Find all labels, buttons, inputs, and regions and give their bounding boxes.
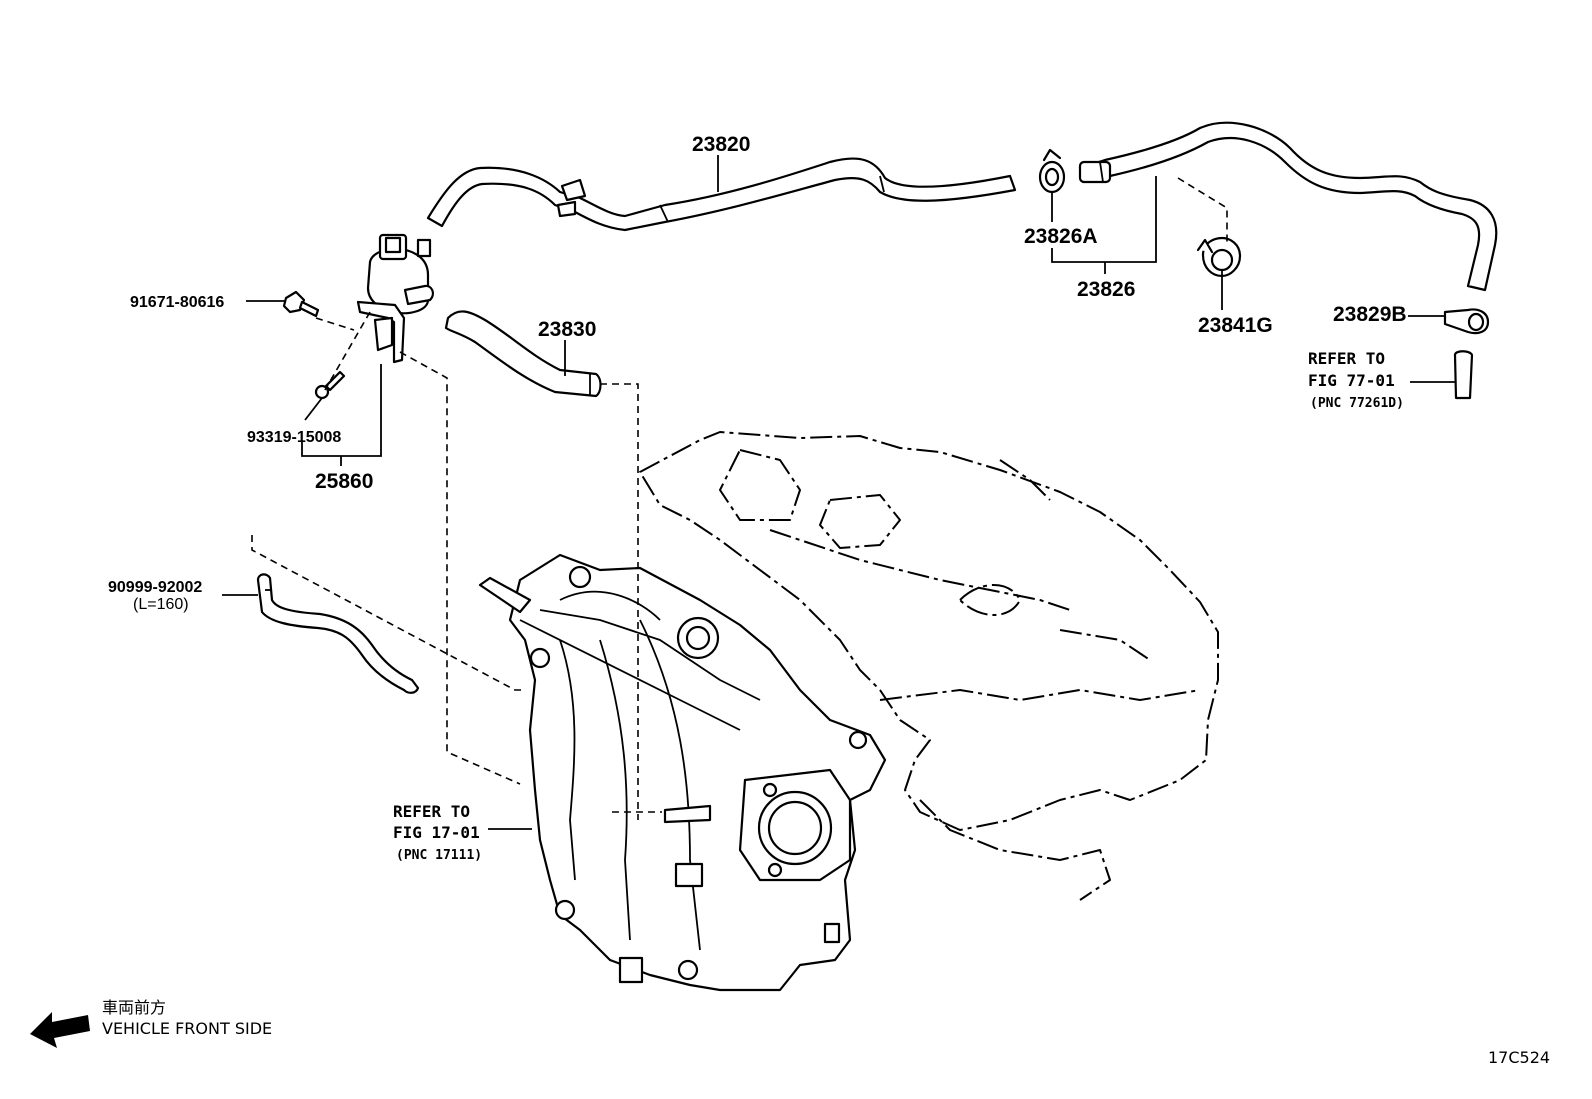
assembly-dashed-lines: [251, 177, 1228, 820]
figure-code: 17C524: [1488, 1048, 1550, 1067]
label-90999-92002: 90999-92002: [108, 579, 202, 596]
leader-lines: [222, 155, 1456, 830]
label-23826: 23826: [1077, 278, 1135, 301]
hose-fig77-part: [1453, 350, 1474, 400]
label-93319-15008: 93319-15008: [247, 429, 341, 446]
clamp-23829b-part: [1443, 308, 1490, 335]
label-23841g: 23841G: [1198, 314, 1273, 337]
front-label-jp: 車両前方: [102, 998, 166, 1017]
ref-fig77-line2: FIG 77-01: [1308, 371, 1395, 390]
engine-block-outline: [639, 431, 1219, 901]
ref-fig17-line1: REFER TO: [393, 802, 470, 821]
vehicle-front-arrow-icon: [30, 1012, 90, 1048]
hose-23820-part: [426, 157, 1017, 232]
ref-fig77-line1: REFER TO: [1308, 349, 1385, 368]
intake-manifold: [478, 553, 887, 992]
hose-23826-part: [1078, 121, 1498, 292]
label-hose-length: (L=160): [133, 596, 189, 613]
ref-fig17-line2: FIG 17-01: [393, 823, 480, 842]
ref-fig17-line3: (PNC 17111): [396, 848, 482, 863]
label-23826a: 23826A: [1024, 225, 1098, 248]
label-23829b: 23829B: [1333, 303, 1407, 326]
bolt-91671-part: [282, 290, 320, 318]
label-23820: 23820: [692, 133, 750, 156]
hose-23830-part: [444, 310, 602, 398]
label-91671-80616: 91671-80616: [130, 294, 224, 311]
part-labels: 23820 23830 23826A 23826 23841G 23829B 9…: [102, 133, 1550, 1067]
front-label-en: VEHICLE FRONT SIDE: [102, 1019, 272, 1038]
clamp-23841g-part: [1196, 236, 1242, 278]
valve-25860-part: [356, 233, 434, 364]
ref-fig77-line3: (PNC 77261D): [1310, 396, 1404, 411]
label-23830: 23830: [538, 318, 596, 341]
screw-93319-part: [314, 370, 346, 400]
clamp-23826a-part: [1038, 148, 1066, 194]
label-25860: 25860: [315, 470, 373, 493]
hose-90999-part: [256, 573, 420, 694]
